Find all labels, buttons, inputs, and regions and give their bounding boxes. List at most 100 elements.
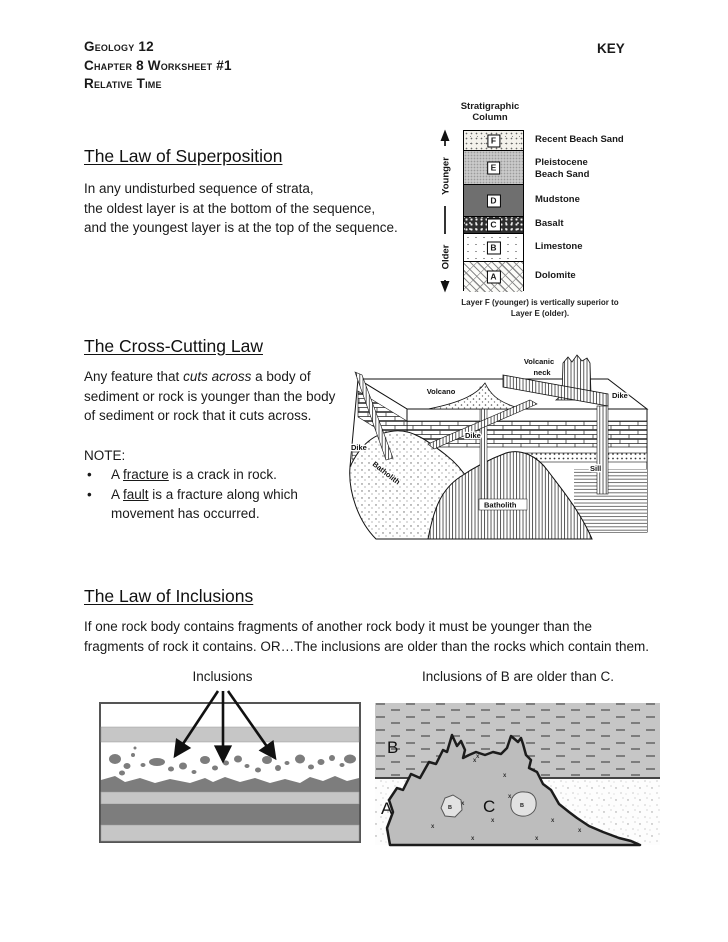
inclusions-body: If one rock body contains fragments of a… [84,617,649,656]
crosscutting-block-diagram: Volcano Volcanic neck Dike Dike Dike Sil… [349,354,649,540]
inclusions-line: fragments of rock it contains. OR…The in… [84,638,650,654]
inclusions-intrusion-diagram: xxx xxx xxx xxx B B B A C [375,703,660,847]
layer-a-chip: A [486,270,501,284]
layer-e-chip: E [486,161,501,174]
rock-a-label: A [381,799,393,818]
layer-c-name: Basalt [535,218,564,229]
bullet-underlined-term: fracture [123,467,169,482]
svg-text:x: x [508,794,512,800]
rock-c-label: C [483,797,495,816]
key-label: KEY [597,41,625,56]
crosscutting-text-em: cuts across [183,369,252,384]
volcanic-neck-label-2: neck [533,368,551,377]
layer-b-name: Limestone [535,241,583,252]
layer-d-name: Mudstone [535,194,580,205]
bullet-text: is a crack in rock. [168,467,277,482]
inclusions-right-caption: Inclusions of B are older than C. [421,669,615,684]
dike-vertical [596,405,609,495]
dike-label-middle: Dike [465,431,481,440]
younger-label: Younger [441,157,452,195]
svg-text:x: x [491,818,495,824]
dike-left-face [354,371,394,461]
note-list: • A fracture is a crack in rock. • A fau… [84,465,352,524]
layer-f-chip: F [486,134,501,147]
worksheet-title: Chapter 8 Worksheet #1 [84,57,232,73]
worksheet-header: Geology 12 Chapter 8 Worksheet #1 Relati… [84,38,232,94]
stratigraphic-column: F E D C B A [463,130,524,292]
svg-text:x: x [578,828,582,834]
superposition-body: In any undisturbed sequence of strata, t… [84,179,398,238]
volcanic-neck-label-1: Volcanic [524,357,554,366]
svg-text:x: x [503,773,507,779]
batholith-label-box [478,498,528,511]
svg-text:x: x [431,824,435,830]
topic-title: Relative Time [84,76,162,91]
strat-column-caption: Layer F (younger) is vertically superior… [461,298,619,318]
bullet-text: A [111,486,124,502]
layer-f: F [464,131,523,151]
dike-label-right: Dike [612,391,628,400]
crosscutting-heading: The Cross-Cutting Law [84,336,263,356]
svg-text:x: x [461,801,465,807]
note-item-fracture: • A fracture is a crack in rock. [84,465,352,485]
bullet-text: A [111,467,124,482]
inclusion-fragment-2 [510,791,537,817]
inclusions-arrows [173,690,277,764]
svg-text:x: x [473,758,477,764]
note-item-fault: • A fault is a fracture along which move… [84,485,352,524]
layer-b: B [464,234,523,262]
layer-f-name: Recent Beach Sand [535,134,624,145]
course-title: Geology 12 [84,39,154,54]
inclusions-heading: The Law of Inclusions [84,586,254,606]
fragment-2-label: B [520,803,524,809]
arrow-down-head [440,281,450,293]
volcano-label: Volcano [427,387,456,396]
batholith-right [427,451,593,540]
layer-b-chip: B [486,241,501,254]
inclusions-left-caption: Inclusions [192,669,253,684]
arrow-up-head [440,129,450,141]
inclusion-fragments [109,746,356,776]
light-bed-3 [100,824,360,842]
dark-bed-2 [101,804,359,825]
older-label: Older [441,244,452,269]
layer-d: D [464,185,523,217]
light-bed-1 [100,726,360,743]
bullet-icon: • [87,467,92,482]
layer-c: C [464,217,523,234]
layer-d-chip: D [486,194,501,207]
inclusions-strata-diagram [99,690,361,843]
inclusions-line: If one rock body contains fragments of a… [84,619,593,634]
batholith-label-right: Batholith [484,501,517,510]
note-label: NOTE: [84,448,126,463]
fragment-1-label: B [448,805,452,811]
superposition-line: In any undisturbed sequence of strata, [84,181,314,196]
crosscutting-text-pre: Any feature that [84,369,184,384]
bullet-underlined-term: fault [123,486,149,502]
lower-strata [574,469,647,532]
bullet-icon: • [87,486,92,502]
superposition-heading: The Law of Superposition [84,146,283,166]
volcano-cone [427,382,523,410]
sill-label: Sill [590,464,601,473]
younger-older-arrow: Younger Older [438,129,453,293]
crosscutting-body: Any feature that cuts across a body of s… [84,367,340,426]
layer-c-chip: C [486,218,501,232]
layer-a-name: Dolomite [535,270,576,281]
strat-column-title: Stratigraphic Column [460,101,520,123]
intrusion-c [385,733,642,847]
dike-diagonal [427,399,538,450]
dark-bed-irregular [101,776,359,792]
light-bed-2 [100,791,360,805]
dike-label-left: Dike [351,443,367,452]
layer-e: E [464,151,523,185]
bullet-text: is a fracture along which movement has o… [111,486,298,522]
svg-text:x: x [471,836,475,842]
svg-text:x: x [551,818,555,824]
rock-b-label: B [387,738,398,757]
layer-e-name: Pleistocene Beach Sand [535,157,590,180]
svg-text:x: x [476,754,480,760]
inclusion-fragment-1 [440,794,463,818]
svg-text:x: x [535,836,539,842]
